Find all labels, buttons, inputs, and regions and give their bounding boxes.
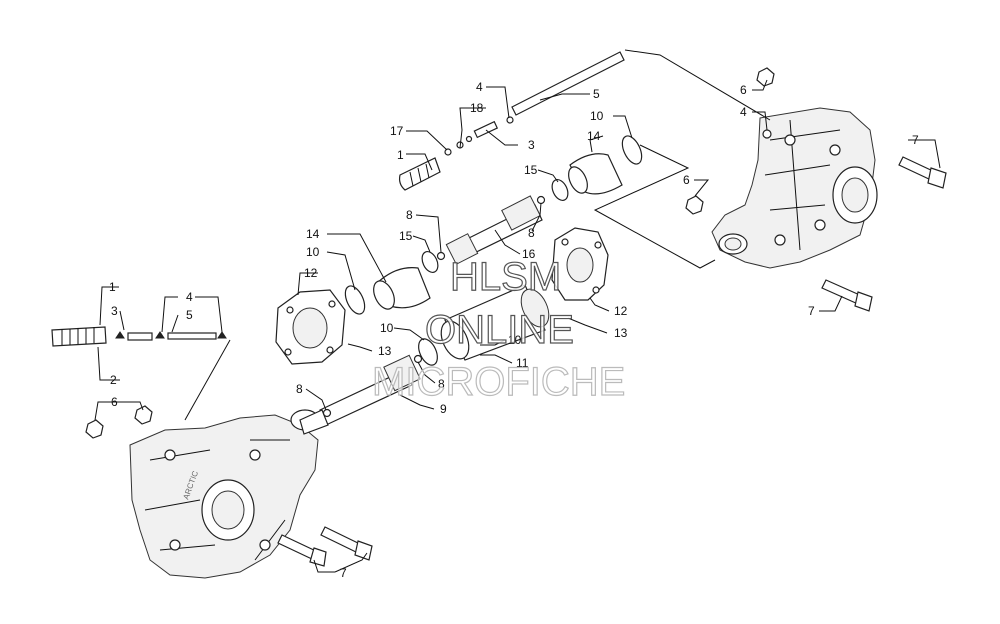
callout-6-left: 6 [111, 395, 118, 409]
callout-8-mid2: 8 [528, 226, 535, 240]
callout-17: 17 [390, 124, 404, 138]
callout-13-right: 13 [614, 326, 628, 340]
callout-18: 18 [470, 101, 484, 115]
callout-4-top: 4 [476, 80, 483, 94]
mid-coupler-boot [373, 267, 431, 310]
breather-fitting-left [115, 331, 153, 341]
callout-6-right-top: 6 [740, 83, 747, 97]
bolt-left-rear [320, 526, 373, 561]
callout-10-top: 10 [590, 109, 604, 123]
callout-2: 2 [110, 373, 117, 387]
callout-14-mid: 14 [306, 227, 320, 241]
lower-drive-shaft [299, 354, 421, 435]
callout-7-left: 7 [340, 566, 347, 580]
breather-hose-left [155, 331, 227, 340]
callout-12-right: 12 [614, 304, 628, 318]
callout-8-mid1: 8 [406, 208, 413, 222]
upper-drive-shaft [445, 195, 543, 265]
retaining-pin-upper [536, 195, 546, 205]
callout-12-left: 12 [304, 266, 318, 280]
callout-5-top: 5 [593, 87, 600, 101]
upper-seal-ring [551, 179, 569, 201]
retaining-pin-lower [322, 408, 332, 418]
bolt-right-upper [898, 156, 947, 189]
nut-right-mid [685, 195, 704, 215]
callout-4-right: 4 [740, 105, 747, 119]
rear-gearcase-housing [711, 107, 878, 269]
callout-6-right-mid: 6 [683, 173, 690, 187]
bolt-right-lower [821, 279, 873, 312]
breather-boot-left [51, 326, 107, 347]
callout-10-low: 10 [380, 321, 394, 335]
coupler-sleeve [440, 284, 550, 361]
left-flange-plate [275, 289, 346, 365]
leader-lines [94, 49, 941, 573]
callout-8-left: 8 [296, 382, 303, 396]
callout-5-left: 5 [186, 308, 193, 322]
right-flange-plate [551, 227, 609, 301]
watermark: HLSM ONLINE MICROFICHE [371, 254, 626, 404]
callout-4-left: 4 [186, 290, 193, 304]
breather-fitting-top [444, 116, 514, 156]
bolt-left-front [277, 534, 327, 567]
callout-3-top: 3 [528, 138, 535, 152]
mid-snap-ring [344, 285, 366, 315]
callout-16: 16 [522, 247, 536, 261]
nut-right-top [756, 67, 775, 87]
front-gearcase-housing: ARCTIC [129, 409, 320, 579]
upper-snap-ring [621, 135, 643, 165]
callout-13-left: 13 [378, 344, 392, 358]
callout-11: 11 [516, 356, 529, 370]
callout-labels: 1 17 18 4 5 3 10 14 15 8 8 16 14 10 15 1… [109, 80, 919, 580]
breather-hose-top [511, 51, 625, 116]
watermark-line-1: HLSM [450, 255, 561, 299]
callout-7-right-top: 7 [912, 133, 919, 147]
nut-left-b [134, 405, 153, 425]
callout-1-top: 1 [397, 148, 404, 162]
callout-15-mid: 15 [399, 229, 413, 243]
lower-snap-ring [418, 338, 438, 366]
callout-8-low: 8 [438, 377, 445, 391]
breather-boot-top [398, 157, 441, 191]
callout-7-right-low: 7 [808, 304, 815, 318]
callout-9: 9 [440, 402, 447, 416]
callout-10-mid: 10 [306, 245, 320, 259]
callout-1-left: 1 [109, 280, 116, 294]
clamp-right [762, 129, 772, 139]
callout-3-left: 3 [111, 304, 118, 318]
retaining-pin-mid [436, 251, 446, 261]
upper-coupler-boot [568, 153, 623, 195]
nut-left-a [85, 419, 104, 439]
callout-15-top: 15 [524, 163, 538, 177]
callout-14-top: 14 [587, 129, 601, 143]
callout-10-low2: 10 [508, 333, 522, 347]
watermark-line-3: MICROFICHE [372, 360, 625, 404]
mid-seal-ring [421, 251, 439, 273]
watermark-line-2: ONLINE [425, 308, 574, 352]
